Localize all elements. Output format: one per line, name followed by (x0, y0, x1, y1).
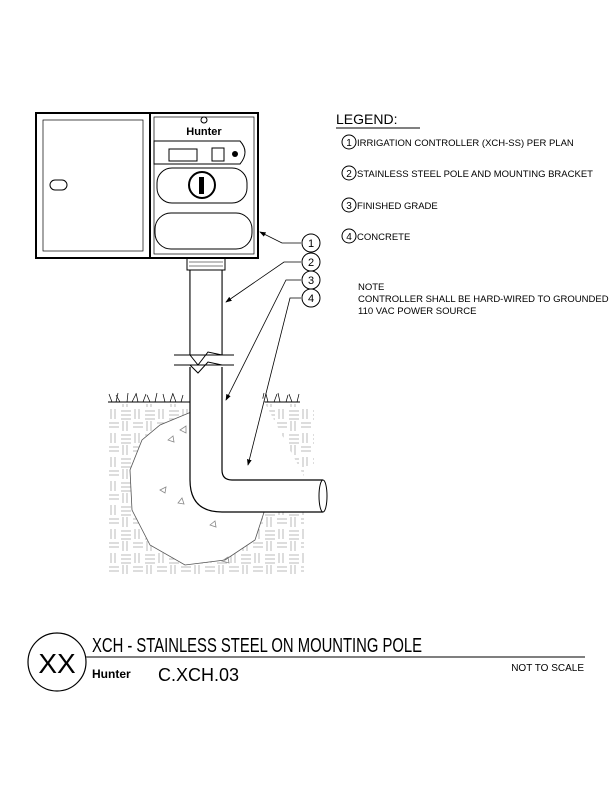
legend-item-1: 1 IRRIGATION CONTROLLER (XCH-SS) PER PLAN (341, 134, 574, 150)
controller-brand-logo: Hunter (186, 126, 222, 138)
svg-text:110 VAC POWER SOURCE: 110 VAC POWER SOURCE (358, 306, 476, 317)
legend: LEGEND: 1 IRRIGATION CONTROLLER (XCH-SS) … (336, 111, 593, 244)
note: NOTE CONTROLLER SHALL BE HARD-WIRED TO G… (358, 282, 609, 317)
callout-1: 1 (301, 233, 321, 253)
legend-item-3: 3 FINISHED GRADE (341, 197, 438, 213)
svg-text:1: 1 (308, 238, 314, 250)
svg-text:2: 2 (346, 169, 352, 180)
mounting-pole (174, 257, 328, 513)
svg-text:STAINLESS STEEL POLE AND MOUNT: STAINLESS STEEL POLE AND MOUNTING BRACKE… (357, 169, 593, 180)
svg-text:2: 2 (308, 257, 314, 269)
svg-text:4: 4 (346, 232, 352, 243)
legend-item-2: 2 STAINLESS STEEL POLE AND MOUNTING BRACK… (341, 165, 593, 181)
svg-text:4: 4 (308, 293, 314, 305)
legend-title: LEGEND: (336, 111, 397, 127)
detail-id: XX (38, 648, 76, 679)
title-block: XX XCH - STAINLESS STEEL ON MOUNTING POL… (27, 632, 585, 692)
svg-text:3: 3 (308, 275, 314, 287)
callout-leaders (225, 231, 301, 466)
callout-4: 4 (301, 288, 321, 308)
svg-text:1: 1 (346, 138, 352, 149)
callout-3: 3 (301, 270, 321, 290)
irrigation-controller: Hunter (35, 112, 259, 259)
svg-text:CONTROLLER SHALL BE HARD-WIRED: CONTROLLER SHALL BE HARD-WIRED TO GROUND… (358, 294, 609, 305)
svg-text:FINISHED GRADE: FINISHED GRADE (357, 201, 438, 212)
detail-title: XCH - STAINLESS STEEL ON MOUNTING POLE (92, 635, 422, 657)
detail-code: C.XCH.03 (158, 665, 239, 685)
brand-logo: Hunter (92, 667, 131, 681)
legend-item-4: 4 CONCRETE (341, 228, 410, 244)
svg-text:CONCRETE: CONCRETE (357, 232, 410, 243)
svg-text:NOTE: NOTE (358, 282, 384, 293)
svg-text:3: 3 (346, 201, 352, 212)
callout-2: 2 (301, 252, 321, 272)
svg-text:IRRIGATION CONTROLLER (XCH-SS): IRRIGATION CONTROLLER (XCH-SS) PER PLAN (357, 138, 574, 149)
door-latch (49, 179, 68, 191)
scale-note: NOT TO SCALE (511, 663, 584, 674)
